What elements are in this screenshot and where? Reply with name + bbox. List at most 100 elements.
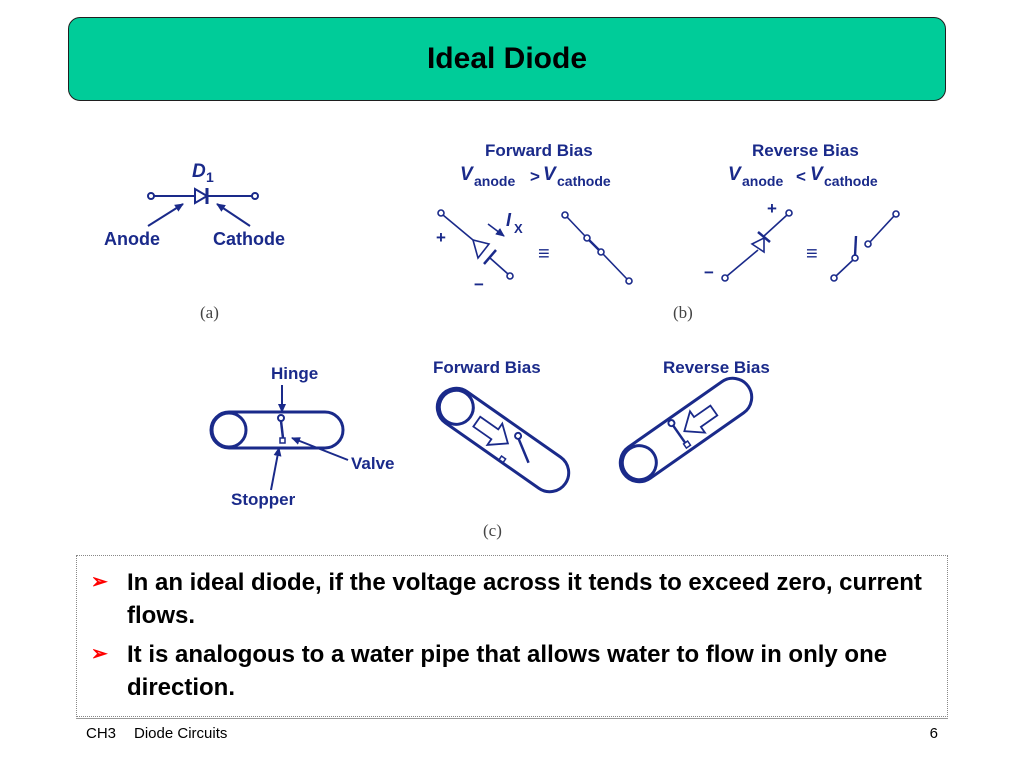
reverse-switch-wire-top [869, 215, 895, 243]
reverse-diode-bar [757, 231, 771, 243]
reverse-diode-triangle [750, 236, 765, 254]
stopper-label: Stopper [231, 490, 296, 509]
reverse-switch-bottom-terminal [830, 274, 838, 282]
diode-label: D [192, 161, 206, 182]
valve-flap [279, 420, 285, 439]
reverse-plus: + [767, 199, 777, 218]
forward-current-sub: X [514, 221, 523, 236]
footer-chapter: CH3 [86, 725, 117, 742]
forward-v-cathode: V [543, 164, 557, 185]
bullet-arrow-icon: ➢ [91, 571, 108, 593]
forward-switch-wire-bottom [602, 253, 628, 280]
forward-current-arrow [487, 223, 505, 237]
bullet-item: ➢ It is analogous to a water pipe that a… [91, 638, 933, 704]
forward-plus: + [436, 228, 446, 247]
reverse-switch-wire-bottom [835, 259, 854, 277]
forward-condition: > [530, 167, 540, 186]
forward-minus: − [474, 275, 484, 294]
footer-divider [76, 718, 948, 719]
forward-flow-arrow [472, 415, 510, 446]
reverse-cathode-sub: cathode [824, 173, 878, 189]
page-number: 6 [929, 725, 938, 742]
reverse-minus: − [704, 263, 714, 282]
forward-wire-bottom [489, 257, 509, 275]
reverse-condition: < [796, 167, 806, 186]
pipe-reverse-opening [620, 444, 658, 482]
reverse-v-cathode: V [810, 164, 824, 185]
pipe-opening [210, 411, 248, 449]
water-forward-title: Forward Bias [433, 358, 541, 377]
stopper-block [279, 437, 286, 444]
forward-diode-bar [483, 249, 497, 265]
forward-switch-bottom-terminal [625, 277, 633, 285]
bullet-text: It is analogous to a water pipe that all… [127, 641, 888, 701]
cathode-label: Cathode [213, 229, 285, 249]
pipe-forward-body [435, 386, 571, 494]
diode-label-sub: 1 [206, 169, 214, 185]
forward-diode-circuit [437, 209, 633, 285]
bullet-text: In an ideal diode, if the voltage across… [127, 569, 922, 629]
forward-switch-wire-top [566, 216, 586, 237]
anode-label: Anode [104, 229, 160, 249]
title-banner: Ideal Diode [68, 17, 946, 101]
forward-equivalent: ≡ [538, 243, 550, 265]
forward-current-label: I [506, 210, 512, 230]
caption-b: (b) [673, 303, 693, 322]
anode-pointer [147, 203, 184, 227]
stopper-pointer [270, 447, 282, 491]
forward-wire-top [442, 214, 474, 241]
reverse-anode-sub: anode [742, 173, 783, 189]
cathode-pointer [216, 203, 251, 227]
pipe-reverse-valve-closed [672, 424, 687, 444]
reverse-switch-blade-open [853, 235, 858, 257]
pipe-forward-stopper [497, 455, 507, 465]
forward-bias-title: Forward Bias [485, 141, 593, 160]
bullet-item: ➢ In an ideal diode, if the voltage acro… [91, 566, 933, 632]
forward-diode-triangle [471, 238, 491, 260]
pipe-reverse [618, 376, 754, 484]
forward-switch-contact-2 [597, 248, 605, 256]
footer-course: Diode Circuits [134, 725, 228, 742]
reverse-diode-circuit [721, 209, 900, 282]
diode-triangle [194, 187, 209, 205]
cathode-terminal [251, 192, 259, 200]
forward-switch-blade [588, 239, 600, 251]
reverse-switch-top-terminal [892, 210, 900, 218]
hinge-pin [277, 414, 285, 422]
pipe-at-rest [209, 385, 349, 491]
reverse-equivalent: ≡ [806, 243, 818, 265]
reverse-flow-arrow [683, 404, 719, 434]
footer-left: CH3 Diode Circuits [86, 725, 227, 742]
reverse-switch-contact-2 [851, 254, 859, 262]
reverse-top-terminal [785, 209, 793, 217]
reverse-bias-title: Reverse Bias [752, 141, 859, 160]
pipe-forward-opening [437, 388, 475, 426]
anode-terminal [147, 192, 155, 200]
caption-c: (c) [483, 521, 502, 540]
bullet-list: ➢ In an ideal diode, if the voltage acro… [76, 555, 948, 717]
pipe-body [209, 410, 345, 450]
forward-top-terminal [437, 209, 445, 217]
forward-v-anode: V [460, 164, 474, 185]
forward-cathode-sub: cathode [557, 173, 611, 189]
pipe-forward-hinge [514, 431, 523, 440]
bullet-arrow-icon: ➢ [91, 643, 108, 665]
reverse-v-anode: V [728, 164, 742, 185]
slide-title: Ideal Diode [426, 42, 588, 75]
caption-a: (a) [200, 303, 219, 322]
forward-switch-top-terminal [561, 211, 569, 219]
pipe-forward [435, 386, 571, 494]
pipe-reverse-stopper [682, 440, 692, 450]
reverse-bottom-terminal [721, 274, 729, 282]
reverse-wire-bottom [726, 249, 759, 277]
pipe-forward-valve-open [517, 438, 530, 464]
reverse-switch-contact-1 [864, 240, 872, 248]
forward-switch-contact-1 [583, 234, 591, 242]
valve-label: Valve [351, 454, 395, 473]
valve-pointer [291, 437, 349, 461]
hinge-label: Hinge [271, 364, 318, 383]
reverse-wire-top [763, 214, 788, 237]
forward-bottom-terminal [506, 272, 514, 280]
pipe-reverse-body [618, 376, 754, 484]
